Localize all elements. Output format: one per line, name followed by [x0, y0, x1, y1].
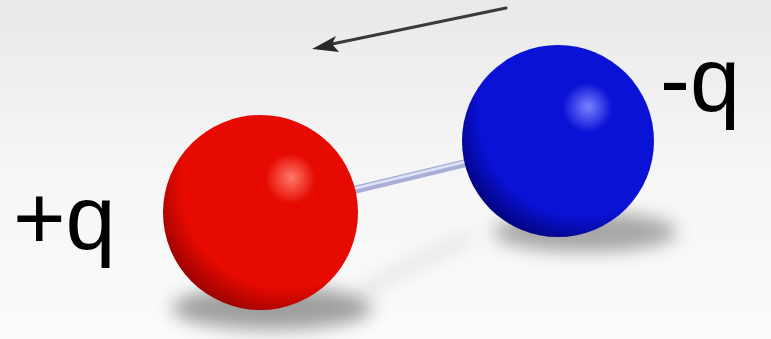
motion-arrow: [332, 8, 506, 44]
positive-charge-sphere: +q: [163, 115, 358, 310]
charge-label: -q: [660, 35, 740, 125]
sphere-shape: [163, 115, 358, 310]
rod-highlight: [353, 161, 466, 188]
sphere-body: [163, 115, 358, 310]
sphere-shape: [462, 45, 654, 237]
rod-body: [353, 163, 466, 190]
connecting-rod: [353, 161, 466, 190]
charge-label: +q: [13, 173, 116, 263]
negative-charge-sphere: -q: [462, 45, 654, 237]
rod-shadow: [360, 236, 470, 292]
motion-arrowhead: [312, 36, 339, 52]
sphere-body: [462, 45, 654, 237]
